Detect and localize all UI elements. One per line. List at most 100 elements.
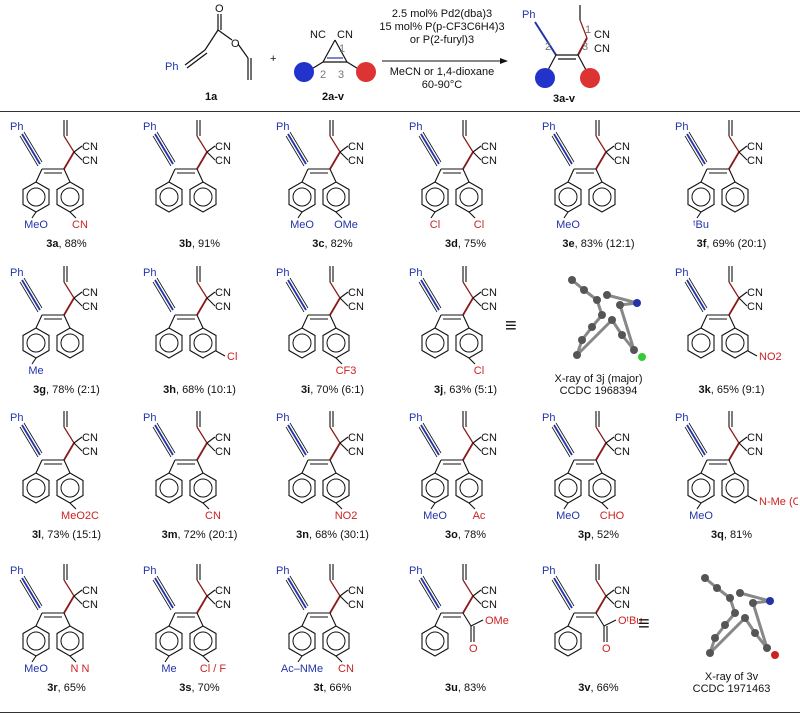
bond [468,502,476,510]
bond [747,350,758,357]
bond [339,442,349,452]
cn-label: CN [481,585,497,597]
bond [206,442,216,452]
allyl-bond [595,135,607,153]
ph-label: Ph [276,121,289,133]
cn-label: CN [82,432,98,444]
left-aryl-ring [288,472,316,504]
bond [206,436,216,444]
bond [35,314,43,329]
compound-yield: , 78% (2:1) [46,384,100,396]
allyl-bond [63,579,75,597]
ph-label: Ph [675,412,688,424]
compound-caption: 3k, 65% (9:1) [665,384,798,396]
alkyne-bond [420,424,440,456]
ph-label: Ph [10,267,23,279]
cn-label: CN [348,446,364,458]
xray-atom [706,649,714,657]
bond [35,459,43,474]
right-aryl-ring-aromatic [459,478,479,498]
bond [738,436,748,444]
cn-label: CN [82,599,98,611]
right-substituent: Cl / F [200,663,227,675]
bond [335,502,343,510]
alkyne-bond [285,135,305,167]
compound-id: 3u [445,682,458,694]
ph-label: Ph [409,121,422,133]
bond [567,459,575,474]
compound-id: 3a [46,238,59,250]
bond [339,589,349,597]
right-aryl-ring-aromatic [193,333,213,353]
bond [472,442,482,452]
xray-atom [721,621,729,629]
bond [73,291,83,299]
ph-label: Ph [143,565,156,577]
alkyne-bond [154,577,174,609]
xray-bond [606,293,638,305]
bond [206,297,216,307]
condition-line: MeCN or 1,4-dioxane [390,66,495,78]
compound-caption: 3q, 81% [665,529,798,541]
bond [339,297,349,307]
left-substituent: MeO [423,510,447,522]
xray-atom [588,323,596,331]
cn-label: CN [614,585,630,597]
compound-id: 3i [301,384,311,396]
bond [339,595,349,605]
compound-caption: 3b, 91% [133,238,266,250]
right-aryl-ring-aromatic [193,478,213,498]
right-substituent: MeO2C [61,510,99,522]
allyl-bond [595,426,607,444]
alkyne-bond [688,422,708,454]
bond [563,502,569,510]
right-aryl-ring-aromatic [193,187,213,207]
bond [462,314,470,329]
xray-atom [763,644,771,652]
left-aryl-ring-aromatic [26,478,46,498]
ph-label: Ph [143,121,156,133]
condition-line: or P(2-furyl)3 [410,34,474,46]
c1-bond [462,151,474,170]
allyl-bond [329,281,341,299]
alkyne-bond [684,281,704,313]
xray-bond [575,318,614,357]
bond [69,655,77,663]
bond [601,502,609,510]
bond [202,502,210,510]
bond [196,168,204,183]
cn-label: CN [747,155,763,167]
bond [206,145,216,153]
bond [605,589,615,597]
compound-yield: , 75% [457,238,486,250]
cn-label: CN [747,446,763,458]
xray-atom [713,584,721,592]
cn-label: CN [614,446,630,458]
alkyne-bond [686,424,706,456]
xray-atom [766,597,774,605]
alkyne-bond [553,577,573,609]
bond [728,459,736,474]
xray-atom [633,299,641,307]
ph-label: Ph [276,565,289,577]
carbonyl-o: O [602,643,611,655]
compound-caption: 3o, 78% [399,529,532,541]
compound-yield: , 66% [323,682,352,694]
allyl-bond [728,426,740,444]
bond [35,612,43,627]
o-label: O [231,38,240,50]
bond [73,145,83,153]
cn-label: CN [348,432,364,444]
position-1: 1 [585,24,591,36]
compound-caption: 3g, 78% (2:1) [0,384,133,396]
alkyne-bond [418,426,438,458]
